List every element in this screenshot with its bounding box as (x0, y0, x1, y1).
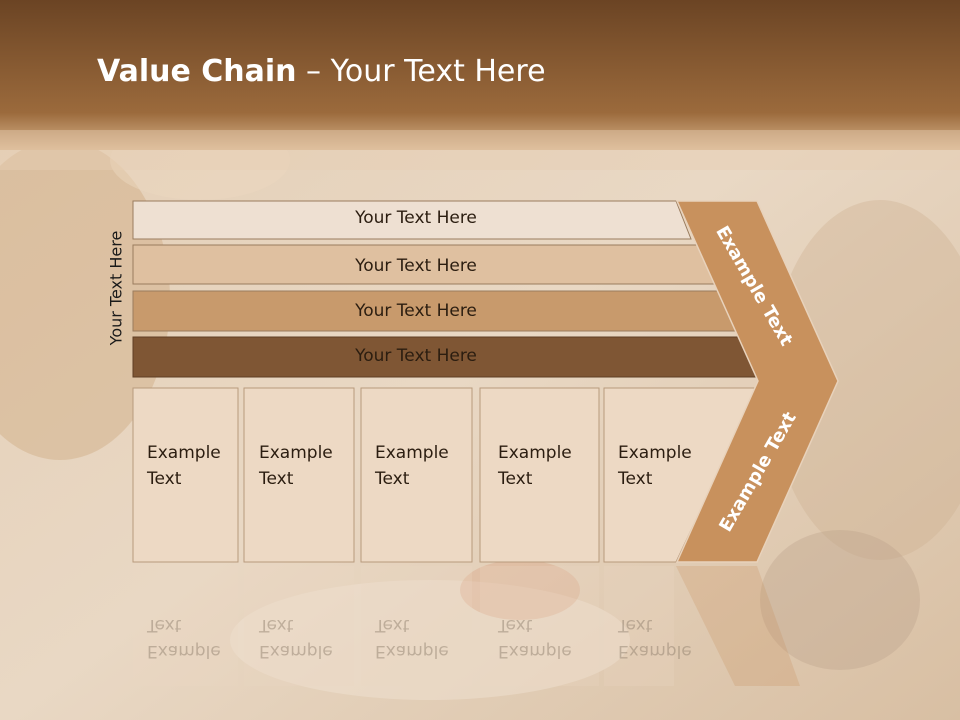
box-2 (243, 387, 355, 563)
row-label-2: Your Text Here (355, 256, 477, 276)
title-bold: Value Chain (97, 54, 297, 89)
value-chevron (675, 200, 839, 563)
box-4 (479, 387, 600, 563)
box-5 (603, 387, 759, 563)
row-label-4: Your Text Here (355, 346, 477, 366)
row-label-3: Your Text Here (355, 301, 477, 321)
box-3 (360, 387, 473, 563)
row-label-1: Your Text Here (355, 208, 477, 228)
box-1 (132, 387, 239, 563)
slide-title: Value Chain – Your Text Here (97, 54, 546, 89)
side-label: Your Text Here (106, 230, 126, 346)
title-rest: – Your Text Here (296, 54, 546, 89)
row-bar-1 (132, 200, 692, 240)
